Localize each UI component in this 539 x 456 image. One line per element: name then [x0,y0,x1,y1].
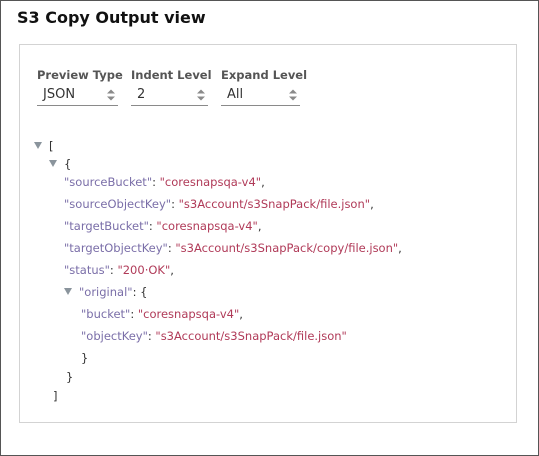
json-field-row: "objectKey": "s3Account/s3SnapPack/file.… [81,329,347,343]
json-field-row: "status": "200·OK", [64,263,174,277]
json-object-open-row: { [49,155,71,173]
preview-type-value: JSON [43,87,76,102]
expand-level-select[interactable]: All [221,84,300,106]
spinner-arrows-icon [107,89,115,101]
json-key: "objectKey" [81,329,148,343]
json-array-close: ] [53,389,58,403]
json-key: "status" [64,263,110,277]
indent-level-select[interactable]: 2 [131,84,208,106]
indent-level-control: Indent Level 2 [131,67,212,106]
expand-level-label: Expand Level [221,68,308,82]
json-object-close: } [81,351,89,365]
json-key: "targetBucket" [64,219,149,233]
json-object-close-row: } [81,349,88,367]
json-object-open: { [140,285,148,299]
expand-level-control: Expand Level All [221,67,308,106]
json-field-row: "sourceObjectKey": "s3Account/s3SnapPack… [64,197,374,211]
json-key: "bucket" [81,307,131,321]
json-field-row: "sourceBucket": "coresnapsqa-v4", [64,175,265,189]
json-key: "sourceBucket" [64,175,153,189]
indent-level-value: 2 [137,87,146,102]
json-object-close-row: } [66,368,73,386]
panel-title: S3 Copy Output view [17,8,206,27]
json-array-close-row: ] [53,387,58,405]
preview-type-select[interactable]: JSON [37,84,118,106]
json-field-row: "bucket": "coresnapsqa-v4", [81,307,243,321]
json-field-row: "targetBucket": "coresnapsqa-v4", [64,219,262,233]
preview-container: Preview Type JSON Indent Level 2 Expand … [19,44,517,423]
json-value: "200·OK" [117,263,171,277]
json-value: "s3Account/s3SnapPack/file.json" [155,329,347,343]
preview-type-control: Preview Type JSON [37,67,123,106]
json-nested-object-row: "original": { [64,283,147,301]
json-value: "coresnapsqa-v4" [156,219,258,233]
json-value: "coresnapsqa-v4" [159,175,262,189]
json-value: "s3Account/s3SnapPack/copy/file.json" [175,241,399,255]
json-array-open-row: [ [34,137,54,155]
json-object-open: { [64,157,72,171]
collapse-arrow-icon[interactable] [64,288,72,295]
json-array-open: [ [49,139,54,153]
json-value: "s3Account/s3SnapPack/file.json" [178,197,371,211]
expand-level-value: All [227,87,244,102]
json-value: "coresnapsqa-v4" [137,307,240,321]
json-key: "targetObjectKey" [64,241,168,255]
preview-type-label: Preview Type [37,68,123,82]
spinner-arrows-icon [197,89,205,101]
json-key: "original" [79,285,133,299]
collapse-arrow-icon[interactable] [34,142,42,149]
json-field-row: "targetObjectKey": "s3Account/s3SnapPack… [64,241,402,255]
json-key: "sourceObjectKey" [64,197,172,211]
spinner-arrows-icon [289,89,297,101]
json-object-close: } [66,370,74,384]
collapse-arrow-icon[interactable] [49,160,57,167]
indent-level-label: Indent Level [131,68,212,82]
